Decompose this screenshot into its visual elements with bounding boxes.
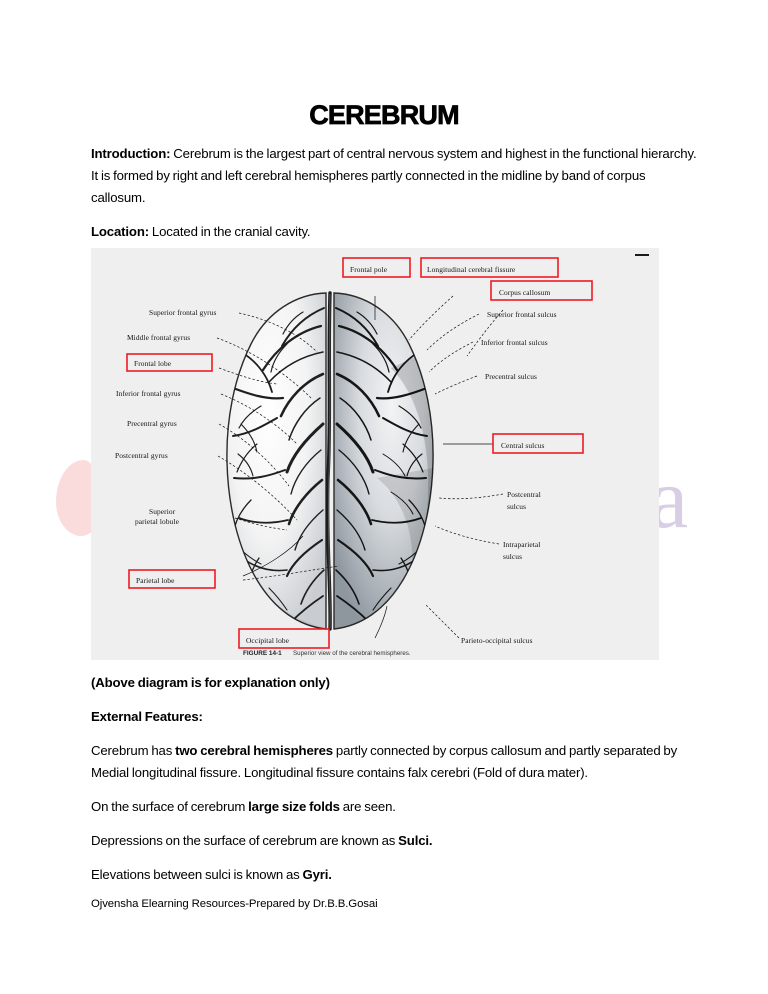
figure-leader-lines	[216, 295, 504, 639]
external-features-heading: External Features:	[91, 709, 203, 724]
svg-text:sulcus: sulcus	[507, 502, 526, 511]
label-superior-parietal-lobule: Superior parietal lobule	[135, 507, 180, 526]
svg-text:Middle frontal gyrus: Middle frontal gyrus	[127, 333, 190, 342]
document-footer: Ojvensha Elearning Resources-Prepared by…	[91, 898, 378, 910]
label-corpus-callosum: Corpus callosum	[490, 280, 593, 301]
svg-text:Superior frontal gyrus: Superior frontal gyrus	[149, 308, 216, 317]
svg-text:Superior: Superior	[149, 507, 176, 516]
paragraph-gyri: Elevations between sulci is known as Gyr…	[91, 867, 332, 882]
external-features-section: (Above diagram is for explanation only) …	[91, 672, 706, 898]
figure-caption: FIGURE 14-1 Superior view of the cerebra…	[243, 650, 411, 657]
svg-text:Postcentral: Postcentral	[507, 490, 541, 499]
label-postcentral-gyrus: Postcentral gyrus	[115, 451, 168, 460]
svg-text:Inferior frontal sulcus: Inferior frontal sulcus	[481, 338, 548, 347]
location-label: Location:	[91, 224, 149, 239]
paragraph-location: Location: Located in the cranial cavity.	[91, 221, 701, 243]
label-frontal-lobe: Frontal lobe	[126, 353, 213, 372]
intro-text: Cerebrum is the largest part of central …	[91, 146, 697, 205]
location-text: Located in the cranial cavity.	[149, 224, 311, 239]
label-inferior-frontal-sulcus: Inferior frontal sulcus	[481, 338, 548, 347]
svg-text:Precentral sulcus: Precentral sulcus	[485, 372, 537, 381]
svg-text:Corpus callosum: Corpus callosum	[499, 288, 551, 297]
brain-illustration	[226, 291, 434, 631]
brain-superior-view-svg: Superior frontal gyrus Middle frontal gy…	[115, 257, 593, 657]
svg-text:Frontal pole: Frontal pole	[350, 265, 388, 274]
svg-text:parietal lobule: parietal lobule	[135, 517, 180, 526]
intro-section: Introduction: Cerebrum is the largest pa…	[91, 143, 701, 253]
label-intraparietal-sulcus: Intraparietal sulcus	[503, 540, 540, 561]
paragraph-sulci: Depressions on the surface of cerebrum a…	[91, 833, 433, 848]
label-precentral-sulcus: Precentral sulcus	[485, 372, 537, 381]
label-superior-frontal-gyrus: Superior frontal gyrus	[149, 308, 216, 317]
label-frontal-pole: Frontal pole	[342, 257, 411, 278]
figure-top-dash-mark	[635, 254, 649, 256]
svg-text:Superior view of the cerebral: Superior view of the cerebral hemisphere…	[293, 650, 411, 657]
label-postcentral-sulcus: Postcentral sulcus	[507, 490, 541, 511]
label-superior-frontal-sulcus: Superior frontal sulcus	[487, 310, 557, 319]
svg-text:Frontal lobe: Frontal lobe	[134, 359, 172, 368]
svg-text:Intraparietal: Intraparietal	[503, 540, 540, 549]
svg-text:Superior frontal sulcus: Superior frontal sulcus	[487, 310, 557, 319]
svg-text:Precentral gyrus: Precentral gyrus	[127, 419, 177, 428]
label-central-sulcus: Central sulcus	[492, 433, 584, 454]
svg-text:FIGURE 14-1: FIGURE 14-1	[243, 650, 282, 657]
label-inferior-frontal-gyrus: Inferior frontal gyrus	[116, 389, 181, 398]
paragraph-folds: On the surface of cerebrum large size fo…	[91, 799, 396, 814]
svg-text:Parietal lobe: Parietal lobe	[136, 576, 175, 585]
svg-text:Inferior frontal gyrus: Inferior frontal gyrus	[116, 389, 181, 398]
label-occipital-lobe: Occipital lobe	[238, 628, 330, 649]
paragraph-introduction: Introduction: Cerebrum is the largest pa…	[91, 143, 701, 209]
label-longitudinal-cerebral-fissure: Longitudinal cerebral fissure	[420, 257, 559, 278]
figure-note: (Above diagram is for explanation only)	[91, 675, 330, 690]
label-precentral-gyrus: Precentral gyrus	[127, 419, 177, 428]
brain-diagram-figure: Superior frontal gyrus Middle frontal gy…	[91, 248, 659, 660]
label-parietal-lobe: Parietal lobe	[128, 569, 216, 589]
svg-text:Longitudinal cerebral fissure: Longitudinal cerebral fissure	[427, 265, 516, 274]
svg-text:Parieto-occipital sulcus: Parieto-occipital sulcus	[461, 636, 533, 645]
paragraph-hemispheres: Cerebrum has two cerebral hemispheres pa…	[91, 743, 678, 780]
label-parieto-occipital-sulcus: Parieto-occipital sulcus	[461, 636, 533, 645]
label-middle-frontal-gyrus: Middle frontal gyrus	[127, 333, 190, 342]
page-title: CEREBRUM	[309, 100, 460, 131]
svg-text:Postcentral gyrus: Postcentral gyrus	[115, 451, 168, 460]
svg-text:Central sulcus: Central sulcus	[501, 441, 545, 450]
svg-text:sulcus: sulcus	[503, 552, 522, 561]
svg-text:Occipital lobe: Occipital lobe	[246, 636, 290, 645]
intro-label: Introduction:	[91, 146, 171, 161]
